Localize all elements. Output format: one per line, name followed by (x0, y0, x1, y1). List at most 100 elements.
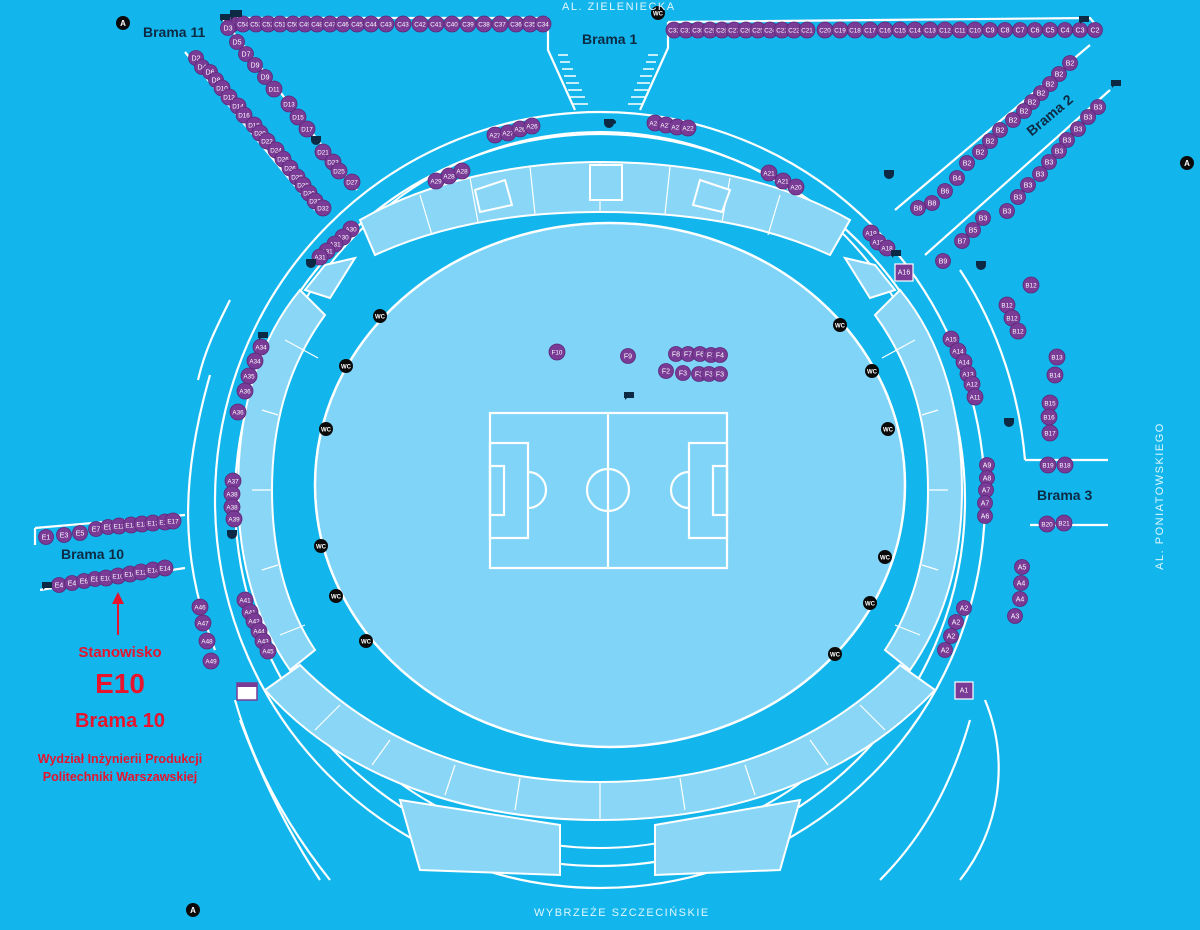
stall-marker[interactable]: C15 (891, 21, 909, 39)
stall-marker[interactable]: B21 (1055, 514, 1073, 532)
stall-marker[interactable]: C37 (491, 15, 509, 33)
stall-box[interactable]: A1 (954, 681, 974, 700)
stall-marker[interactable]: C5 (1042, 22, 1058, 38)
stall-marker[interactable]: F3 (675, 365, 691, 381)
stall-marker[interactable]: A5 (1014, 559, 1030, 575)
stall-marker[interactable]: E5 (72, 525, 88, 541)
stall-marker[interactable]: C18 (846, 21, 864, 39)
stall-marker[interactable]: A45 (259, 642, 277, 660)
stall-marker[interactable]: B2 (1051, 66, 1067, 82)
stall-marker[interactable]: A3 (1007, 608, 1023, 624)
stall-marker[interactable]: A47 (194, 614, 212, 632)
stall-marker[interactable]: C8 (997, 22, 1013, 38)
stall-marker[interactable]: C4 (1057, 22, 1073, 38)
stall-marker[interactable]: D3 (220, 20, 236, 36)
stall-box[interactable]: A16 (894, 263, 914, 282)
stall-marker[interactable]: B3 (1032, 166, 1048, 182)
stall-marker[interactable]: B8 (910, 200, 926, 216)
stall-marker[interactable]: C21 (798, 21, 816, 39)
stall-marker[interactable]: E1 (38, 529, 54, 545)
stall-marker[interactable]: C3 (1072, 22, 1088, 38)
stall-marker[interactable]: F2 (658, 363, 674, 379)
stall-marker[interactable]: C11 (951, 21, 969, 39)
stall-marker[interactable]: B15 (1041, 394, 1059, 412)
stall-marker[interactable]: C40 (443, 15, 461, 33)
stall-marker[interactable]: D7 (238, 46, 254, 62)
stall-marker[interactable]: B6 (937, 183, 953, 199)
stall-marker[interactable]: C19 (831, 21, 849, 39)
stall-marker[interactable]: C20 (816, 21, 834, 39)
stall-marker[interactable]: B12 (1009, 322, 1027, 340)
stall-marker[interactable]: B20 (1038, 515, 1056, 533)
stall-marker[interactable]: A28 (440, 167, 458, 185)
stall-marker[interactable]: A2 (937, 642, 953, 658)
stall-marker[interactable]: D11 (265, 80, 283, 98)
stall-marker[interactable]: C33 (665, 21, 683, 39)
stall-marker[interactable]: B8 (924, 195, 940, 211)
stall-marker[interactable]: C7 (1012, 22, 1028, 38)
stall-marker[interactable]: D5 (229, 34, 245, 50)
stall-marker[interactable]: D16 (235, 106, 253, 124)
stall-marker[interactable]: B3 (1090, 99, 1106, 115)
stall-marker[interactable]: C36 (507, 15, 525, 33)
stall-marker[interactable]: B7 (954, 233, 970, 249)
stall-marker[interactable]: A34 (252, 338, 270, 356)
stall-marker[interactable]: B2 (1005, 112, 1021, 128)
stall-marker[interactable]: D13 (280, 95, 298, 113)
stall-marker[interactable]: B13 (1048, 348, 1066, 366)
stall-marker[interactable]: B3 (999, 203, 1015, 219)
stall-marker[interactable]: B2 (992, 122, 1008, 138)
stall-marker[interactable]: B2 (959, 155, 975, 171)
stall-marker[interactable]: B3 (975, 210, 991, 226)
stall-marker[interactable]: F3 (712, 366, 728, 382)
stall-marker[interactable]: A28 (453, 162, 471, 180)
stall-marker[interactable]: B12 (1022, 276, 1040, 294)
stall-marker[interactable]: A21 (760, 164, 778, 182)
stall-marker[interactable]: D21 (314, 143, 332, 161)
stall-marker[interactable]: A39 (225, 510, 243, 528)
stall-marker[interactable]: E14 (156, 559, 174, 577)
stall-marker[interactable]: B14 (1046, 366, 1064, 384)
stall-marker[interactable]: A2 (956, 600, 972, 616)
stall-marker[interactable]: D25 (330, 162, 348, 180)
stall-marker[interactable]: A4 (1013, 575, 1029, 591)
stall-marker[interactable]: A12 (963, 375, 981, 393)
stall-marker[interactable]: A29 (427, 172, 445, 190)
stall-marker[interactable]: C10 (966, 21, 984, 39)
stall-marker[interactable]: A11 (966, 388, 984, 406)
stall-marker[interactable]: B3 (1059, 132, 1075, 148)
stall-marker[interactable]: C38 (475, 15, 493, 33)
stall-marker[interactable]: C43 (394, 15, 412, 33)
stall-marker[interactable]: A48 (198, 632, 216, 650)
stall-marker[interactable]: C13 (921, 21, 939, 39)
stall-marker[interactable]: B16 (1040, 408, 1058, 426)
stall-marker[interactable]: C39 (459, 15, 477, 33)
stall-marker[interactable]: D27 (343, 173, 361, 191)
stall-marker[interactable]: A22 (679, 119, 697, 137)
stall-marker[interactable]: B4 (949, 170, 965, 186)
stall-marker[interactable]: A20 (787, 178, 805, 196)
stall-marker[interactable]: C43 (377, 15, 395, 33)
stall-marker[interactable]: C25 (749, 21, 767, 39)
stall-marker[interactable]: A2 (948, 614, 964, 630)
stall-marker[interactable]: C34 (534, 15, 552, 33)
stall-marker[interactable]: C42 (411, 15, 429, 33)
stall-marker[interactable]: A7 (978, 482, 994, 498)
stall-marker[interactable]: B2 (1062, 55, 1078, 71)
stall-marker[interactable]: E17 (164, 512, 182, 530)
stall-marker[interactable]: A4 (1012, 591, 1028, 607)
stall-marker[interactable]: B3 (1020, 177, 1036, 193)
stall-marker[interactable]: E3 (56, 527, 72, 543)
stall-marker[interactable]: C50 (284, 15, 302, 33)
stall-marker[interactable]: D15 (289, 108, 307, 126)
stall-marker[interactable]: C12 (936, 21, 954, 39)
stall-marker[interactable]: B17 (1041, 424, 1059, 442)
stall-marker[interactable]: A34 (246, 352, 264, 370)
stall-marker[interactable]: B9 (935, 253, 951, 269)
stall-marker[interactable]: D32 (314, 199, 332, 217)
stall-marker[interactable]: B3 (1070, 121, 1086, 137)
stall-marker[interactable]: B3 (1041, 154, 1057, 170)
stall-marker[interactable]: B3 (1010, 189, 1026, 205)
stall-marker[interactable]: A49 (202, 652, 220, 670)
stall-marker[interactable]: A2 (943, 628, 959, 644)
